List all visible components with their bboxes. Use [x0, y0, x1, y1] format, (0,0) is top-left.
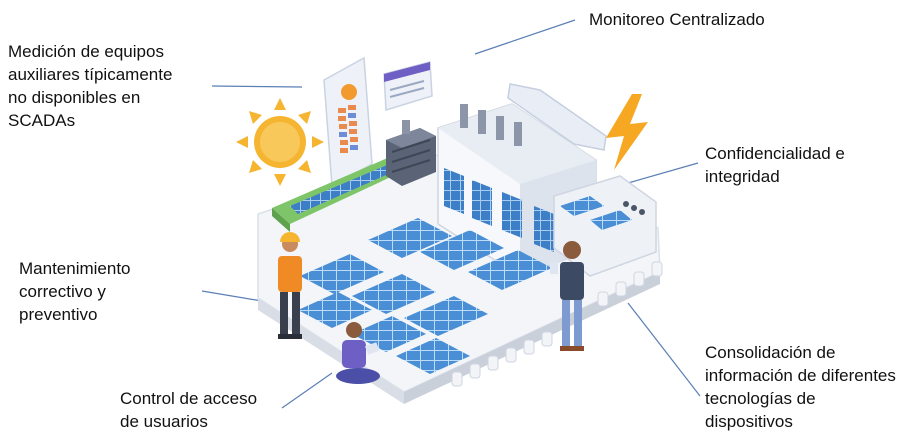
- leader-line-monitoring: [474, 19, 576, 55]
- leader-line-consolidation: [627, 302, 701, 397]
- floating-screen-icon: [383, 61, 433, 111]
- solar-panel-rows: [298, 218, 552, 374]
- callout-confidentiality: Confidencialidad e integridad: [705, 144, 845, 186]
- leader-line-confidentiality: [627, 162, 699, 184]
- callout-access-control: Control de acceso de usuarios: [120, 389, 258, 431]
- worker-standing-icon: [278, 232, 302, 339]
- worker-right-icon: [550, 241, 584, 351]
- leader-lines: [201, 19, 701, 409]
- server-rack-icon: [386, 120, 436, 186]
- green-roof-panels: [272, 156, 410, 232]
- leader-line-access: [281, 372, 333, 409]
- lightning-bolt-icon: [606, 94, 648, 170]
- leader-line-auxiliary: [211, 85, 303, 88]
- leader-line-maintenance: [201, 290, 263, 302]
- dashboard-panel-icon: [323, 56, 373, 188]
- callout-consolidation: Consolidación de información de diferent…: [705, 343, 896, 431]
- inverter-cylinders: [451, 261, 663, 387]
- worker-seated-icon: [336, 322, 380, 384]
- callout-maintenance: Mantenimiento correctivo y preventivo: [19, 259, 131, 324]
- sun-icon: [236, 98, 324, 186]
- callout-auxiliary-measurement: Medición de equipos auxiliares típicamen…: [8, 42, 173, 130]
- callout-centralized-monitoring: Monitoreo Centralizado: [589, 10, 765, 29]
